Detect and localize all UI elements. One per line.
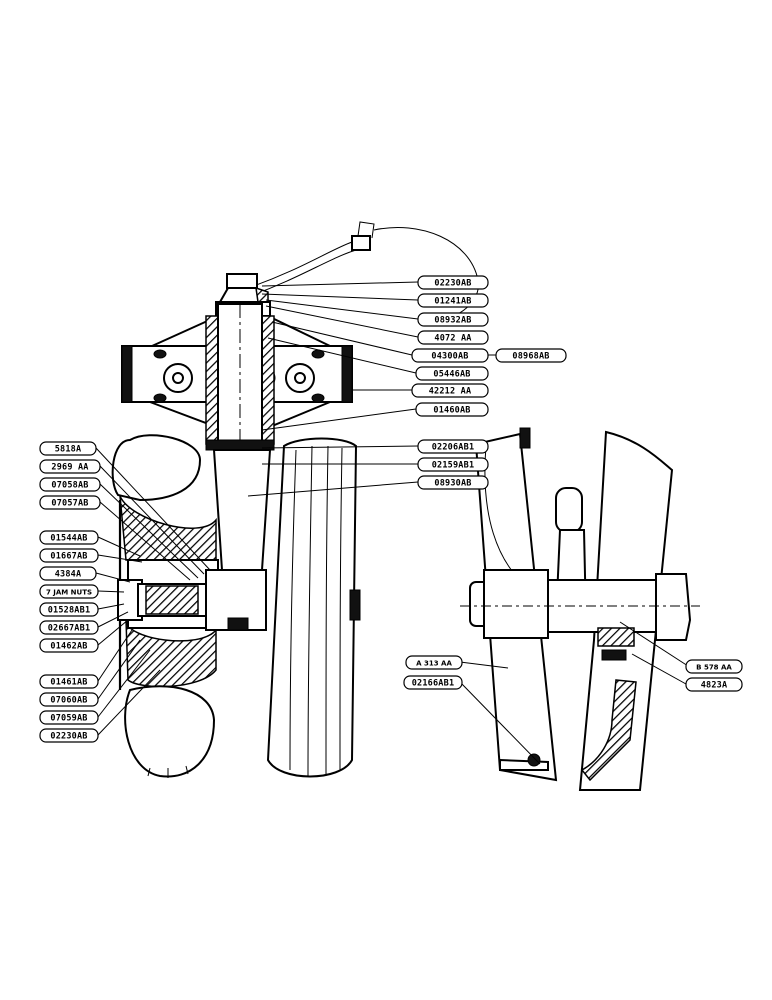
- svg-text:07058AB: 07058AB: [51, 481, 88, 491]
- leader-lines: [95, 281, 689, 765]
- part-label-04300AB: 04300AB: [411, 348, 489, 363]
- part-label-02166AB1: 02166AB1: [403, 675, 463, 690]
- svg-text:07060AB: 07060AB: [50, 696, 87, 706]
- svg-text:08930AB: 08930AB: [434, 479, 471, 489]
- svg-text:01462AB: 01462AB: [50, 642, 87, 652]
- part-label-B578AA: B 578 AA: [685, 659, 743, 674]
- svg-text:05446AB: 05446AB: [433, 370, 470, 380]
- svg-text:2969 AA: 2969 AA: [51, 463, 88, 473]
- part-label-07057AB: 07057AB: [39, 495, 101, 510]
- part-label-01461AB: 01461AB: [39, 674, 99, 689]
- part-label-A313AA: A 313 AA: [405, 655, 463, 670]
- part-label-05446AB: 05446AB: [415, 366, 489, 381]
- svg-text:01528AB1: 01528AB1: [48, 606, 91, 616]
- svg-text:4823A: 4823A: [701, 681, 728, 691]
- svg-text:42212 AA: 42212 AA: [429, 387, 472, 397]
- part-label-02159AB1: 02159AB1: [417, 457, 489, 472]
- svg-text:01544AB: 01544AB: [50, 534, 87, 544]
- part-label-5818A: 5818A: [39, 441, 97, 456]
- part-label-08932AB: 08932AB: [417, 312, 489, 327]
- svg-text:4072 AA: 4072 AA: [434, 334, 471, 344]
- part-label-02230AB-bottom: 02230AB: [39, 728, 99, 743]
- svg-text:7 JAM NUTS: 7 JAM NUTS: [46, 589, 92, 597]
- part-label-01460AB: 01460AB: [415, 402, 489, 417]
- svg-text:B 578 AA: B 578 AA: [696, 664, 732, 672]
- part-label-02230AB-top: 02230AB: [417, 275, 489, 290]
- svg-text:08968AB: 08968AB: [512, 352, 549, 362]
- svg-text:01667AB: 01667AB: [50, 552, 87, 562]
- part-label-01667AB: 01667AB: [39, 548, 99, 563]
- svg-text:01241AB: 01241AB: [434, 297, 471, 307]
- part-label-07058AB: 07058AB: [39, 477, 101, 492]
- svg-text:5818A: 5818A: [55, 445, 82, 455]
- part-label-01544AB: 01544AB: [39, 530, 99, 545]
- part-label-08968AB: 08968AB: [495, 348, 567, 363]
- svg-text:01460AB: 01460AB: [433, 406, 470, 416]
- part-label-4072AA: 4072 AA: [417, 330, 489, 345]
- svg-text:07057AB: 07057AB: [51, 499, 88, 509]
- part-label-4823A: 4823A: [685, 677, 743, 692]
- svg-text:02230AB: 02230AB: [50, 732, 87, 742]
- part-label-07059AB: 07059AB: [39, 710, 99, 725]
- svg-text:04300AB: 04300AB: [431, 352, 468, 362]
- part-label-7-jam-nuts: 7 JAM NUTS: [39, 584, 99, 599]
- part-label-02667AB1: 02667AB1: [39, 620, 99, 635]
- svg-text:A 313 AA: A 313 AA: [416, 660, 452, 668]
- svg-text:01461AB: 01461AB: [50, 678, 87, 688]
- part-label-07060AB: 07060AB: [39, 692, 99, 707]
- svg-text:08932AB: 08932AB: [434, 316, 471, 326]
- part-label-42212AA: 42212 AA: [411, 383, 489, 398]
- svg-text:02159AB1: 02159AB1: [432, 461, 475, 471]
- part-label-02206AB1: 02206AB1: [417, 439, 489, 454]
- svg-text:02166AB1: 02166AB1: [412, 679, 455, 689]
- part-label-01241AB: 01241AB: [417, 293, 489, 308]
- svg-text:02667AB1: 02667AB1: [48, 624, 91, 634]
- svg-text:02206AB1: 02206AB1: [432, 443, 475, 453]
- part-label-2969AA: 2969 AA: [39, 459, 101, 474]
- svg-text:07059AB: 07059AB: [50, 714, 87, 724]
- right-assembly-drawing: [460, 427, 700, 791]
- part-label-08930AB: 08930AB: [417, 475, 489, 490]
- part-label-01528AB1: 01528AB1: [39, 602, 99, 617]
- svg-text:02230AB: 02230AB: [434, 279, 471, 289]
- part-label-4384A: 4384A: [39, 566, 97, 581]
- svg-text:4384A: 4384A: [55, 570, 82, 580]
- part-label-01462AB: 01462AB: [39, 638, 99, 653]
